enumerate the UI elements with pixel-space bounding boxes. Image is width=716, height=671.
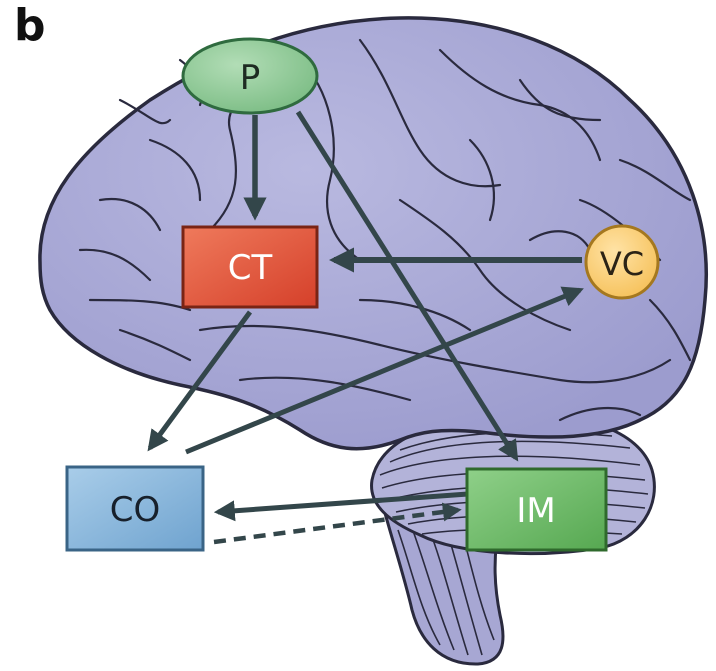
- node-vc: VC: [584, 224, 660, 300]
- edge-co-to-im-dashed: [213, 502, 462, 545]
- node-p: P: [181, 37, 319, 115]
- edge-co-to-vc: [185, 286, 584, 455]
- node-ct-label: CT: [228, 248, 273, 288]
- edge-p-to-im: [295, 110, 519, 462]
- node-im: IM: [465, 467, 608, 552]
- node-ct: CT: [181, 225, 319, 309]
- node-co-label: CO: [110, 490, 161, 530]
- node-p-label: P: [240, 58, 261, 98]
- node-vc-label: VC: [600, 245, 644, 283]
- panel-label: b: [14, 0, 46, 51]
- node-co: CO: [65, 465, 205, 552]
- connections: [147, 110, 584, 545]
- edge-ct-to-co: [147, 310, 253, 452]
- node-im-label: IM: [516, 491, 555, 531]
- edge-im-to-co: [213, 491, 469, 522]
